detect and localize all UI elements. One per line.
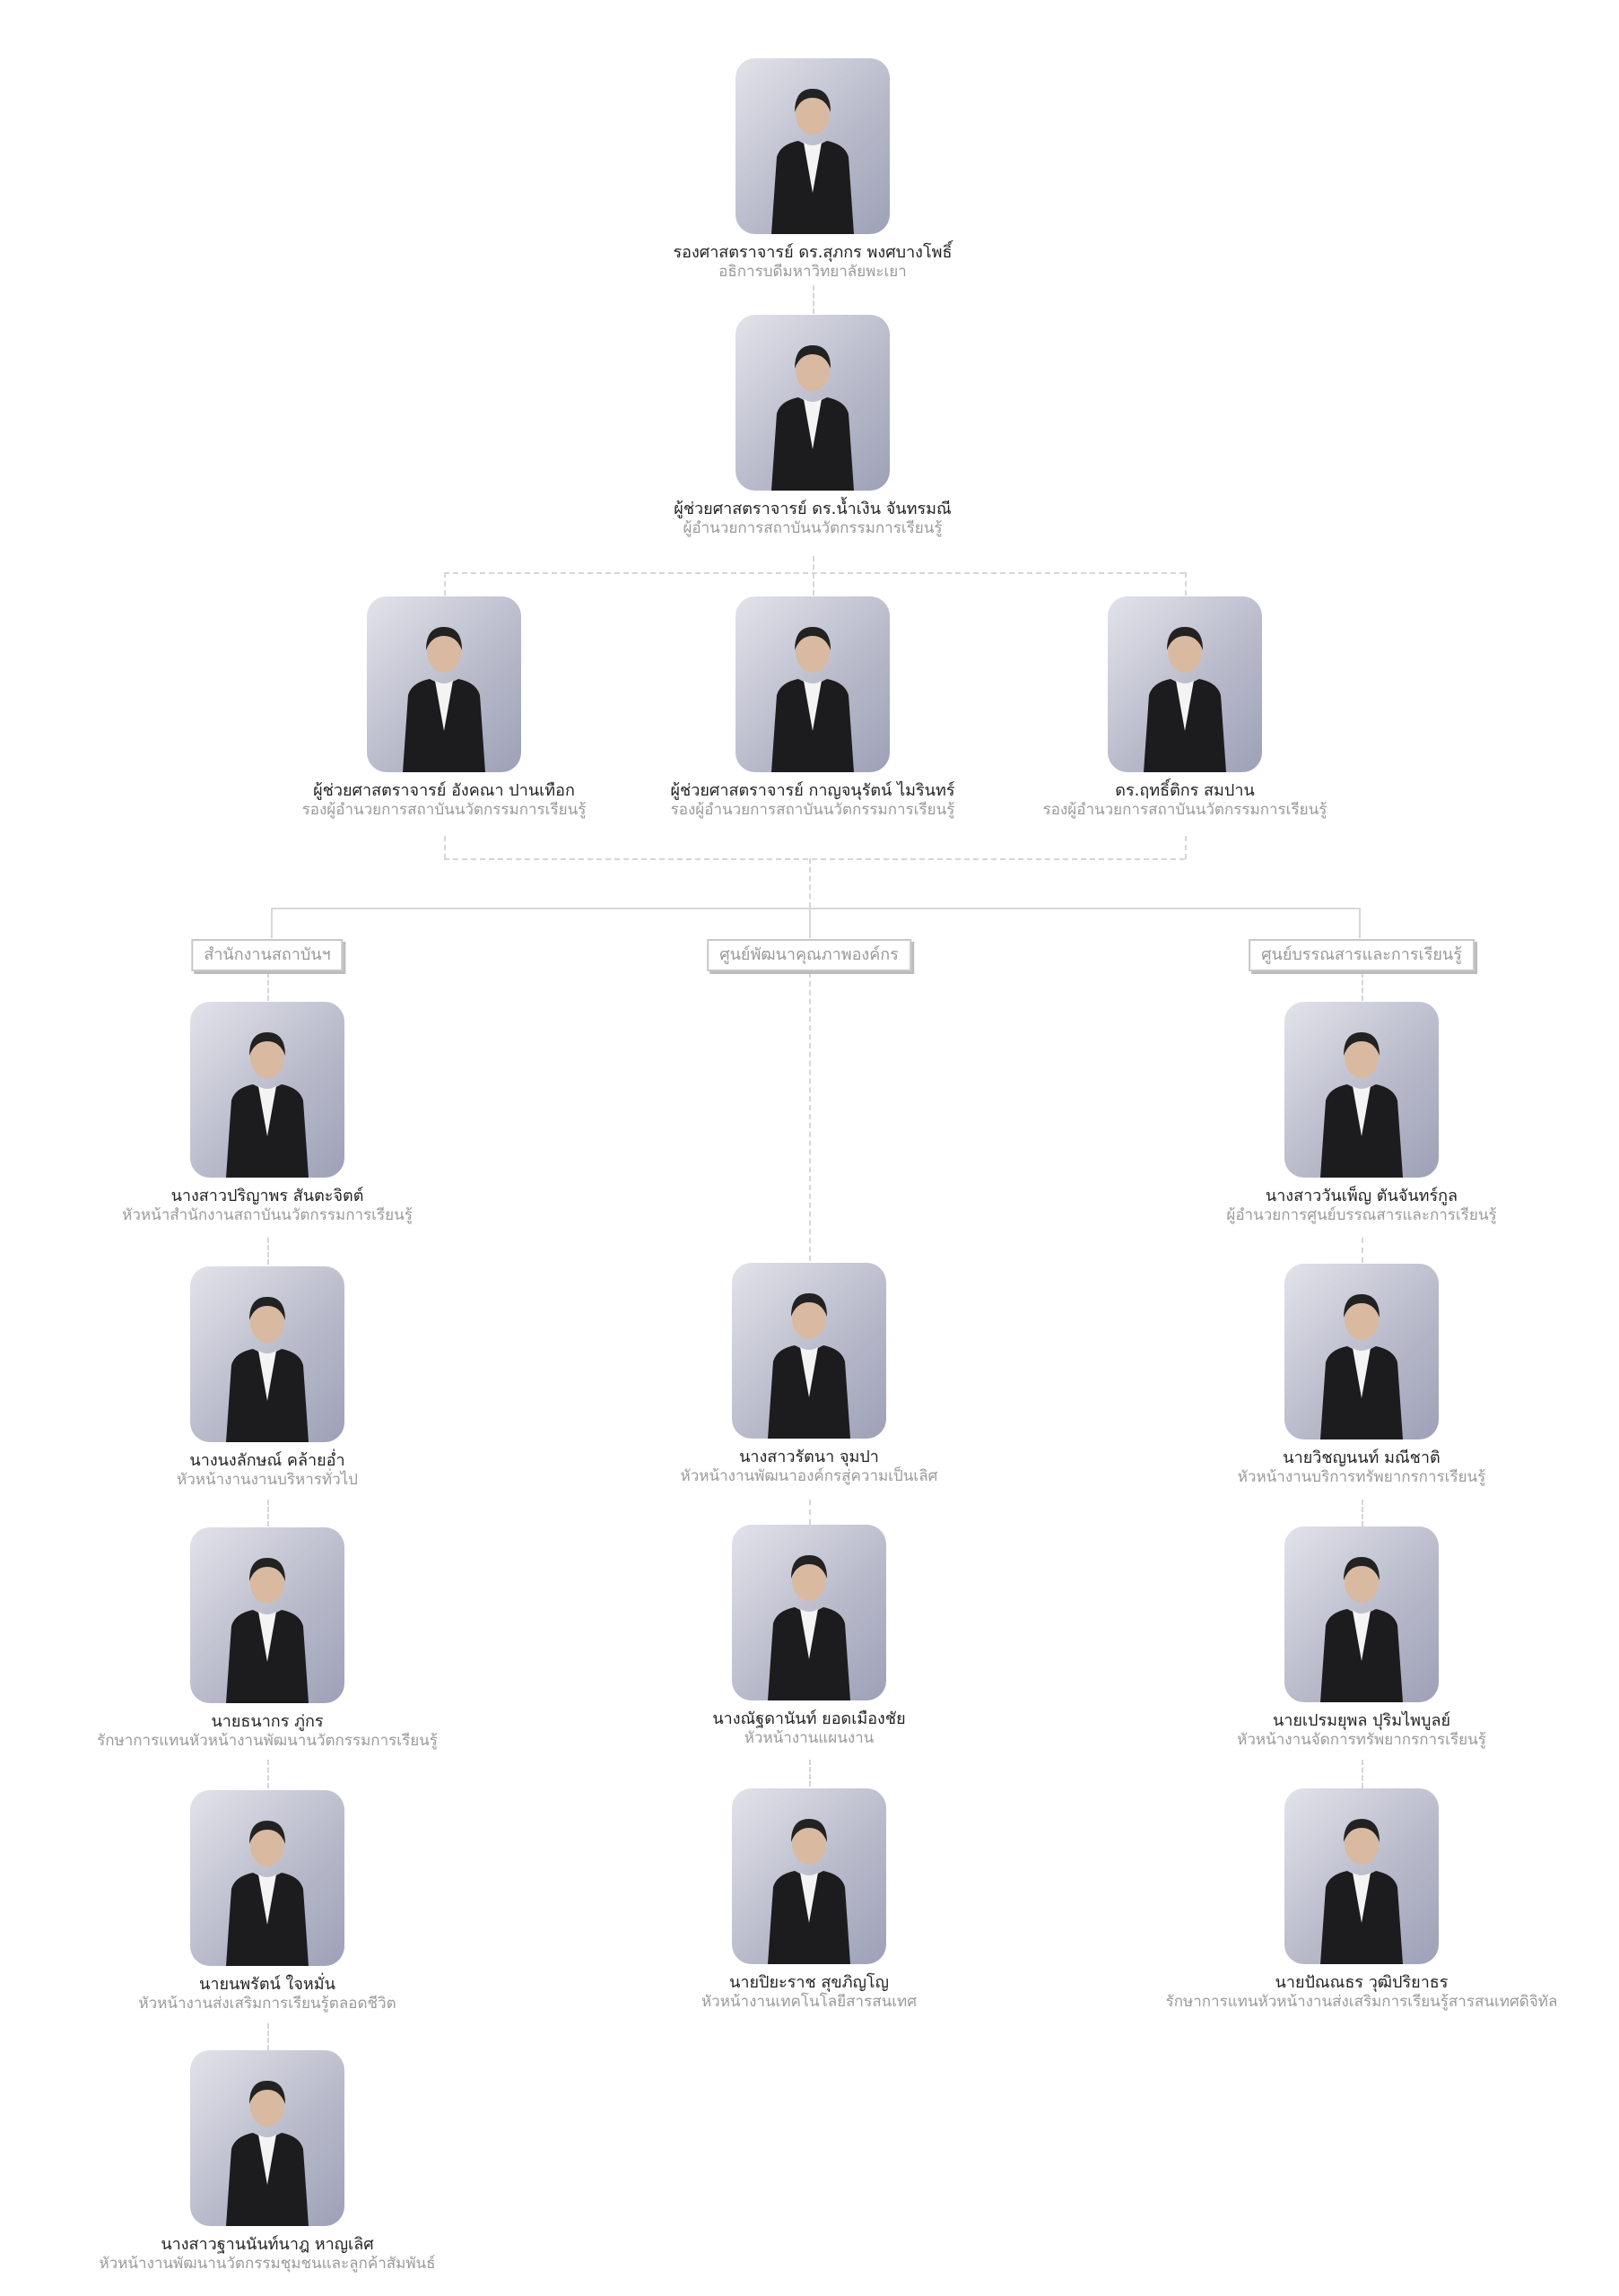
person-card: นางสาววันเพ็ญ ตันจันทร์กูลผู้อำนวยการศูน…	[1164, 1002, 1559, 1225]
connector	[267, 1760, 269, 1788]
person-name: ดร.ฤทธิ์ติกร สมปาน	[1115, 781, 1255, 800]
person-name: นายวิชญนนท์ มณีชาติ	[1283, 1448, 1441, 1467]
person-name: นางนงลักษณ์ คล้ายอ่ำ	[189, 1451, 345, 1470]
person-title: ผู้อำนวยการสถาบันนวัตกรรมการเรียนรู้	[683, 519, 943, 537]
person-name: นางสาววันเพ็ญ ตันจันทร์กูล	[1265, 1187, 1458, 1205]
person-name: นางสาวรัตนา จุมปา	[739, 1448, 879, 1466]
person-card: นายปิยะราช สุขภิญโญหัวหน้างานเทคโนโลยีสา…	[612, 1788, 1006, 2012]
person-title: หัวหน้างานเทคโนโลยีสารสนเทศ	[701, 1993, 918, 2011]
person-title: ผู้อำนวยการศูนย์บรรณสารและการเรียนรู้	[1226, 1206, 1497, 1224]
person-title: อธิการบดีมหาวิทยาลัยพะเยา	[718, 263, 907, 281]
person-title: รองผู้อำนวยการสถาบันนวัตกรรมการเรียนรู้	[1042, 801, 1327, 819]
person-card: นายปัณณธร วุฒิปริยาธรรักษาการแทนหัวหน้าง…	[1164, 1788, 1559, 2012]
person-name: ผู้ช่วยศาสตราจารย์ ดร.น้ำเงิน จันทรมณี	[674, 500, 952, 518]
connector	[813, 556, 814, 596]
person-name: ผู้ช่วยศาสตราจารย์ กาญจนุรัตน์ ไมรินทร์	[670, 781, 955, 800]
person-photo	[1284, 1002, 1439, 1178]
connector	[1362, 1500, 1363, 1526]
connector	[444, 858, 1185, 860]
person-card: นายวิชญนนท์ มณีชาติหัวหน้างานบริการทรัพย…	[1164, 1264, 1559, 1487]
person-card: ผู้ช่วยศาสตราจารย์ กาญจนุรัตน์ ไมรินทร์ร…	[615, 596, 1010, 820]
person-card: นายธนากร ภู่กรรักษาการแทนหัวหน้างานพัฒนา…	[70, 1527, 465, 1751]
person-card: ผู้ช่วยศาสตราจารย์ ดร.น้ำเงิน จันทรมณีผู…	[615, 315, 1010, 538]
person-photo	[1108, 596, 1262, 772]
person-title: หัวหน้างานพัฒนานวัตกรรมชุมชนและลูกค้าสัม…	[99, 2255, 436, 2273]
person-title: หัวหน้างานงานบริหารทั่วไป	[177, 1471, 358, 1489]
connector	[444, 836, 446, 859]
connector	[444, 572, 1185, 574]
person-photo	[736, 315, 890, 491]
person-name: ผู้ช่วยศาสตราจารย์ อังคณา ปานเทือก	[313, 781, 575, 800]
connector	[1185, 572, 1187, 596]
connector	[809, 972, 811, 1261]
person-name: นายปัณณธร วุฒิปริยาธร	[1275, 1973, 1449, 1992]
connector	[267, 2023, 269, 2050]
section-institute-office: สำนักงานสถาบันฯ	[191, 939, 344, 971]
person-photo	[190, 1790, 344, 1966]
section-library-center: ศูนย์บรรณสารและการเรียนรู้	[1249, 939, 1475, 971]
person-title: รักษาการแทนหัวหน้างานพัฒนานวัตกรรมการเรี…	[97, 1732, 438, 1750]
connector	[1185, 836, 1187, 859]
person-title: หัวหน้าสำนักงานสถาบันนวัตกรรมการเรียนรู้	[122, 1206, 413, 1224]
person-photo	[736, 58, 890, 234]
person-photo	[732, 1525, 886, 1700]
person-photo	[1284, 1526, 1439, 1702]
person-title: หัวหน้างานแผนงาน	[744, 1729, 875, 1747]
person-title: รักษาการแทนหัวหน้างานส่งเสริมการเรียนรู้…	[1165, 1993, 1558, 2011]
person-card: ผู้ช่วยศาสตราจารย์ อังคณา ปานเทือกรองผู้…	[247, 596, 641, 820]
branch-line	[1359, 908, 1361, 938]
person-title: หัวหน้างานส่งเสริมการเรียนรู้ตลอดชีวิต	[138, 1995, 396, 2013]
connector	[267, 1500, 269, 1526]
branch-line	[809, 908, 811, 938]
person-card: นางสาวรัตนา จุมปาหัวหน้างานพัฒนาองค์กรสู…	[612, 1263, 1006, 1486]
person-name: นายปิยะราช สุขภิญโญ	[729, 1973, 889, 1992]
person-card: นางณัฐดานันท์ ยอดเมืองชัยหัวหน้างานแผนงา…	[612, 1525, 1006, 1748]
person-title: หัวหน้างานบริการทรัพยากรการเรียนรู้	[1237, 1468, 1486, 1486]
person-title: รองผู้อำนวยการสถาบันนวัตกรรมการเรียนรู้	[670, 801, 955, 819]
section-quality-center: ศูนย์พัฒนาคุณภาพองค์กร	[707, 939, 911, 971]
person-photo	[190, 1527, 344, 1703]
person-name: นางสาวฐานนันท์นาฎ หาญเลิศ	[161, 2235, 374, 2254]
person-title: หัวหน้างานพัฒนาองค์กรสู่ความเป็นเลิศ	[680, 1467, 938, 1485]
connector	[444, 572, 446, 596]
person-card: นางนงลักษณ์ คล้ายอ่ำหัวหน้างานงานบริหารท…	[70, 1266, 465, 1490]
connector	[1362, 1760, 1363, 1788]
person-photo	[1284, 1788, 1439, 1964]
connector	[267, 972, 269, 1001]
connector	[809, 1500, 811, 1525]
person-photo	[190, 1266, 344, 1442]
person-card: นางสาวปริญาพร สันตะจิตต์หัวหน้าสำนักงานส…	[70, 1002, 465, 1225]
person-name: นายนพรัตน์ ใจหมั่น	[199, 1975, 335, 1994]
connector	[267, 1238, 269, 1265]
person-name: นายเปรมยุพล ปุริมไพบูลย์	[1272, 1711, 1451, 1730]
person-name: นายธนากร ภู่กร	[211, 1712, 324, 1731]
person-photo	[1284, 1264, 1439, 1439]
connector	[813, 285, 814, 314]
person-card: นางสาวฐานนันท์นาฎ หาญเลิศหัวหน้างานพัฒนา…	[70, 2050, 465, 2274]
person-card: นายเปรมยุพล ปุริมไพบูลย์หัวหน้างานจัดการ…	[1164, 1526, 1559, 1750]
person-photo	[736, 596, 890, 772]
person-photo	[367, 596, 521, 772]
person-photo	[732, 1788, 886, 1964]
person-photo	[190, 1002, 344, 1178]
person-name: รองศาสตราจารย์ ดร.สุภกร พงศบางโพธิ์	[673, 243, 953, 262]
person-name: นางสาวปริญาพร สันตะจิตต์	[170, 1187, 364, 1205]
connector	[1362, 972, 1363, 1001]
person-name: นางณัฐดานันท์ ยอดเมืองชัย	[712, 1709, 906, 1728]
person-photo	[732, 1263, 886, 1439]
person-title: หัวหน้างานจัดการทรัพยากรการเรียนรู้	[1237, 1731, 1486, 1749]
person-card: นายนพรัตน์ ใจหมั่นหัวหน้างานส่งเสริมการเ…	[70, 1790, 465, 2013]
connector	[809, 1760, 811, 1787]
connector	[1362, 1238, 1363, 1263]
person-card: ดร.ฤทธิ์ติกร สมปานรองผู้อำนวยการสถาบันนว…	[988, 596, 1382, 820]
person-photo	[190, 2050, 344, 2226]
person-title: รองผู้อำนวยการสถาบันนวัตกรรมการเรียนรู้	[301, 801, 587, 819]
person-card: รองศาสตราจารย์ ดร.สุภกร พงศบางโพธิ์อธิกา…	[615, 58, 1010, 282]
branch-line	[271, 908, 1359, 909]
branch-line	[271, 908, 273, 938]
connector	[809, 858, 811, 908]
